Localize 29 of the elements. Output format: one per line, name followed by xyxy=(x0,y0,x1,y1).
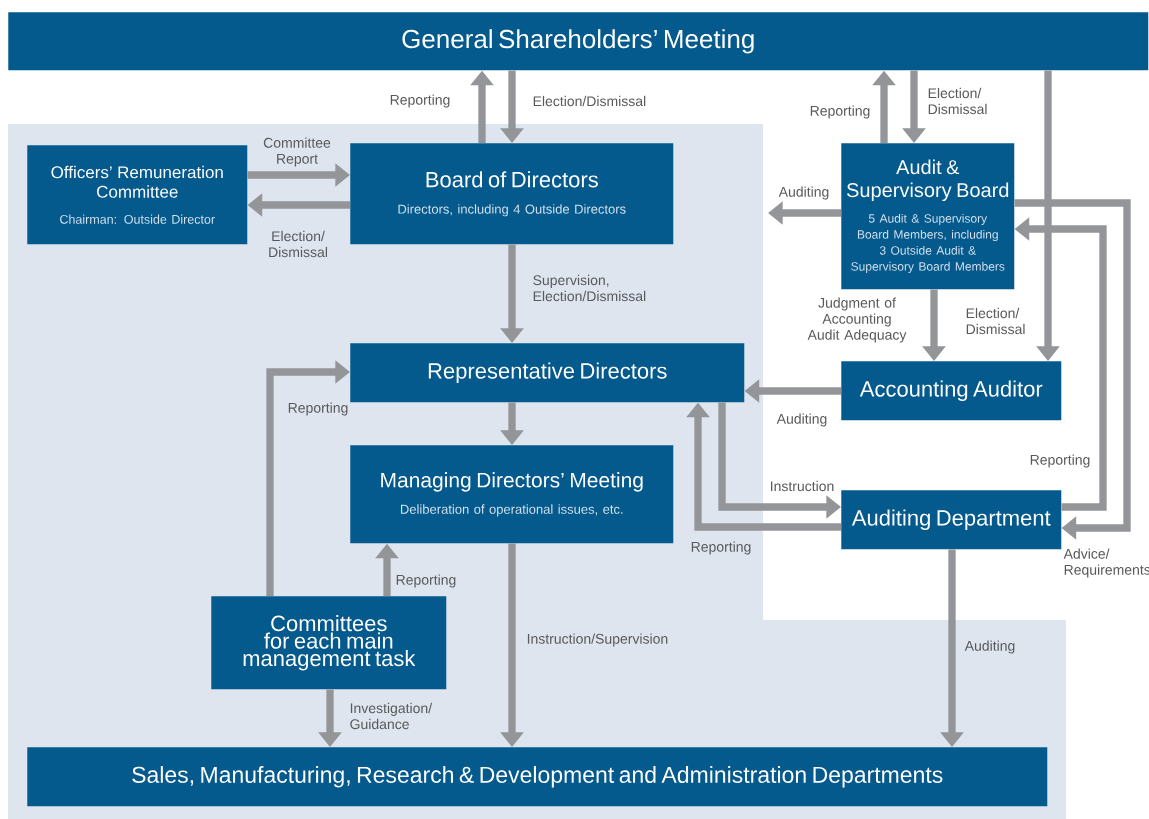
edge-label: Investigation/ Guidance xyxy=(350,702,433,730)
edge-label: Reporting xyxy=(288,402,348,416)
org-box: Accounting Auditor xyxy=(841,361,1062,421)
org-box: General Shareholders’ Meeting xyxy=(8,12,1149,71)
org-box: Representative Directors xyxy=(350,343,745,403)
edge-label: Auditing xyxy=(778,186,829,200)
org-box: Sales, Manufacturing, Research & Development and Administration Departments xyxy=(27,747,1048,807)
edge-label: Reporting xyxy=(691,541,751,555)
edge-label: Election/Dismissal xyxy=(533,95,646,107)
edge-label: Election/ Dismissal xyxy=(269,230,327,258)
org-box: Auditing Department xyxy=(841,490,1062,550)
edge-label: Instruction/Supervision xyxy=(527,633,668,647)
org-box: Audit & Supervisory Board 5 Audit & Supervisory Board Members, including 3 Outside Audit & Supervisory Board Members xyxy=(841,143,1015,290)
edge-label: Reporting xyxy=(1030,454,1090,468)
edge-label: Supervision, Election/Dismissal xyxy=(533,274,646,302)
edge-label: Auditing xyxy=(776,413,827,427)
edge-label: Reporting xyxy=(390,94,450,108)
org-box: Committees for each main management task xyxy=(211,596,447,690)
edge-label: Reporting xyxy=(396,574,456,588)
edge-label: Reporting xyxy=(810,105,870,119)
edge-label: Election/ Dismissal xyxy=(928,87,987,115)
edge-label: Instruction xyxy=(771,480,834,492)
edge-label: Judgment of Accounting Audit Adequacy xyxy=(807,297,907,343)
org-box: Managing Directors’ Meeting Deliberation of operational issues, etc. xyxy=(350,445,674,544)
org-box: Officers’ Remuneration Committee Chairman: Outside Director xyxy=(27,145,248,245)
edge-label: Committee Report xyxy=(263,137,331,167)
edge-label: Auditing xyxy=(964,640,1015,654)
edge-label: Election/ Dismissal xyxy=(966,307,1025,335)
org-box: Board of Directors Directors, including 4 Outside Directors xyxy=(350,143,674,245)
